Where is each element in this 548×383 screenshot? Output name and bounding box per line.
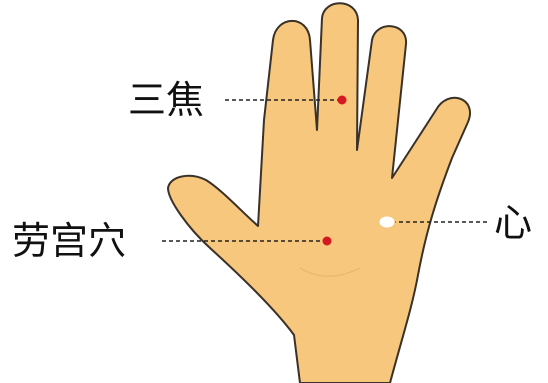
palm-crease (299, 267, 361, 277)
sanjiao-point (337, 95, 347, 105)
xin-point (378, 215, 396, 229)
laogong-point (322, 236, 332, 246)
label-sanjiao: 三焦 (128, 78, 204, 122)
label-xin: 心 (494, 201, 532, 245)
label-laogong: 劳宫穴 (12, 219, 126, 263)
hand-illustration (167, 2, 471, 383)
